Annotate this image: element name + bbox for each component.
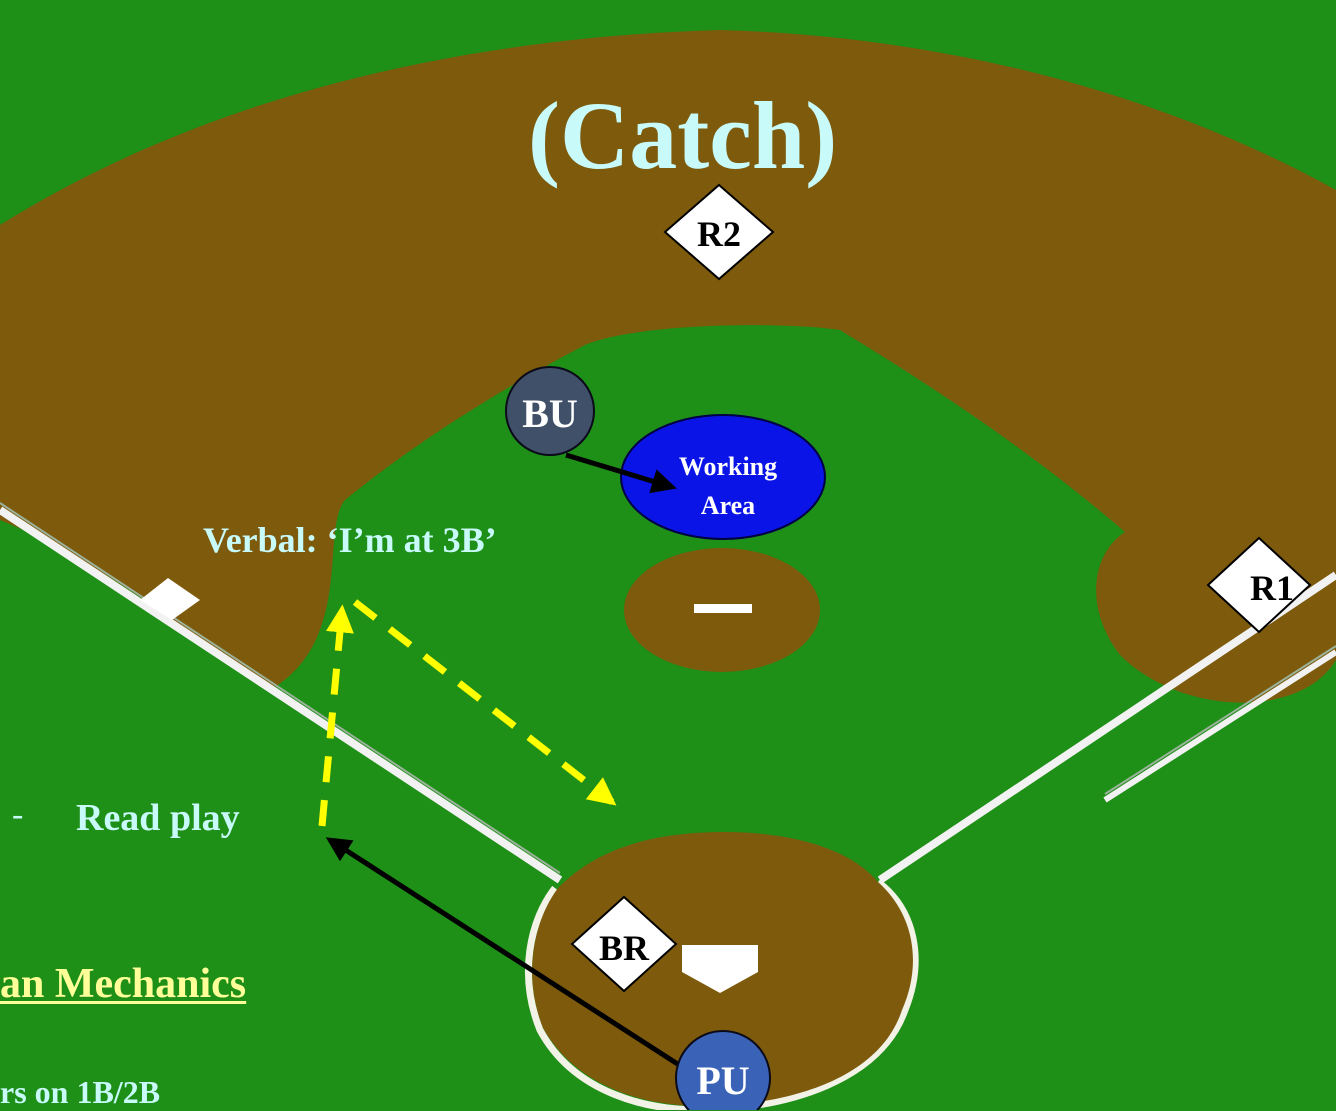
runner-r2-marker bbox=[663, 183, 775, 281]
first-base-runners-lane bbox=[1103, 649, 1336, 803]
pitchers-rubber bbox=[694, 604, 752, 613]
verbal-call-text: Verbal: ‘I’m at 3B’ bbox=[203, 520, 497, 560]
plate-umpire-return-path bbox=[352, 599, 617, 806]
runners-note: rs on 1B/2B bbox=[0, 1074, 161, 1110]
plate-umpire-path-to-third bbox=[318, 604, 354, 827]
third-base-bag bbox=[140, 578, 200, 620]
base-umpire-label: BU bbox=[522, 391, 578, 436]
read-play-bullet: - bbox=[12, 796, 24, 833]
base-umpire-arrow bbox=[565, 452, 677, 494]
third-base-foul-line-edge bbox=[0, 502, 561, 874]
third-base-foul-line bbox=[0, 506, 563, 884]
read-play-text: Read play bbox=[76, 797, 240, 839]
runner-r2-label: R2 bbox=[697, 214, 741, 254]
working-area-label-line2: Area bbox=[701, 491, 755, 520]
plate-umpire-arrow bbox=[325, 837, 692, 1075]
batter-runner-marker bbox=[570, 895, 678, 993]
infield-dirt bbox=[0, 30, 1336, 703]
first-base-runners-lane-edge bbox=[1104, 645, 1336, 795]
plate-umpire-label: PU bbox=[696, 1058, 749, 1103]
mechanics-heading: an Mechanics bbox=[0, 961, 247, 1007]
runner-r1-label: R1 bbox=[1250, 568, 1294, 608]
runner-r1-marker bbox=[1206, 536, 1312, 634]
slide-title: (Catch) bbox=[528, 82, 838, 189]
home-plate bbox=[682, 945, 758, 993]
batter-runner-label: BR bbox=[599, 928, 650, 968]
working-area-label-line1: Working bbox=[679, 452, 777, 481]
plate-umpire-marker bbox=[675, 1030, 771, 1110]
base-umpire-marker bbox=[505, 366, 595, 456]
working-area bbox=[620, 414, 826, 540]
